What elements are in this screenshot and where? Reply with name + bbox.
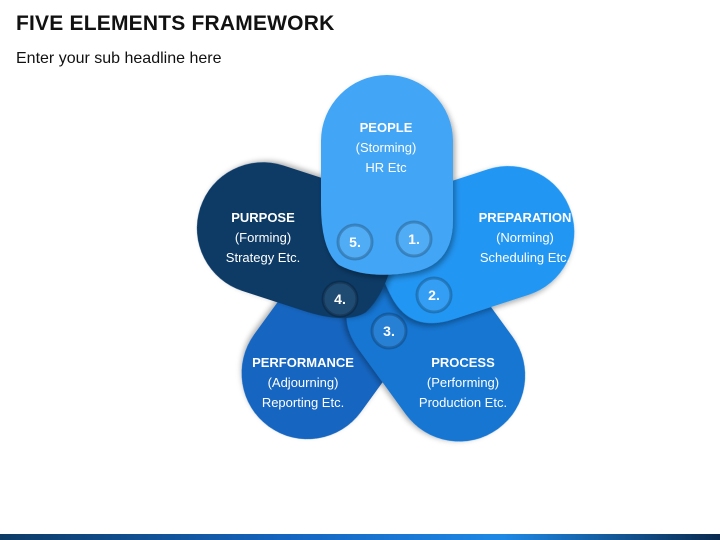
- element-people-name: PEOPLE: [359, 120, 413, 135]
- element-people-number: 1.: [408, 231, 420, 247]
- element-performance-stage: (Adjourning): [267, 375, 339, 390]
- element-purpose-detail: Strategy Etc.: [225, 250, 301, 265]
- page-title: FIVE ELEMENTS FRAMEWORK: [16, 12, 335, 35]
- element-preparation-detail: Scheduling Etc.: [479, 250, 571, 265]
- bottom-accent-bar: [0, 534, 720, 540]
- element-purpose-stage: (Forming): [234, 230, 292, 245]
- number-ring-process: [370, 312, 408, 350]
- element-preparation-number: 2.: [428, 287, 440, 303]
- element-purpose-name: PURPOSE: [231, 210, 295, 225]
- element-performance-number: 4.: [334, 291, 346, 307]
- element-process-detail: Production Etc.: [418, 395, 508, 410]
- element-people-detail: HR Etc: [365, 160, 407, 175]
- number-ring-people: [395, 220, 433, 258]
- element-performance-name: PERFORMANCE: [252, 355, 354, 370]
- element-preparation-text: PREPARATION (Norming) Scheduling Etc.: [450, 208, 600, 268]
- number-ring-preparation: [415, 276, 453, 314]
- element-preparation-name: PREPARATION: [478, 210, 572, 225]
- element-process-text: PROCESS (Performing) Production Etc.: [388, 353, 538, 413]
- petal-people: [321, 75, 453, 275]
- number-ring-performance: [321, 280, 359, 318]
- element-purpose-number: 5.: [349, 234, 361, 250]
- element-preparation-stage: (Norming): [496, 230, 554, 245]
- element-people-stage: (Storming): [355, 140, 417, 155]
- number-ring-purpose: [336, 223, 374, 261]
- element-performance-detail: Reporting Etc.: [261, 395, 345, 410]
- element-performance-text: PERFORMANCE (Adjourning) Reporting Etc.: [228, 353, 378, 413]
- element-people-text: PEOPLE (Storming) HR Etc: [311, 118, 461, 178]
- page-subtitle: Enter your sub headline here: [16, 50, 222, 67]
- element-purpose-text: PURPOSE (Forming) Strategy Etc.: [188, 208, 338, 268]
- element-process-stage: (Performing): [426, 375, 500, 390]
- element-process-number: 3.: [383, 323, 395, 339]
- element-process-name: PROCESS: [431, 355, 495, 370]
